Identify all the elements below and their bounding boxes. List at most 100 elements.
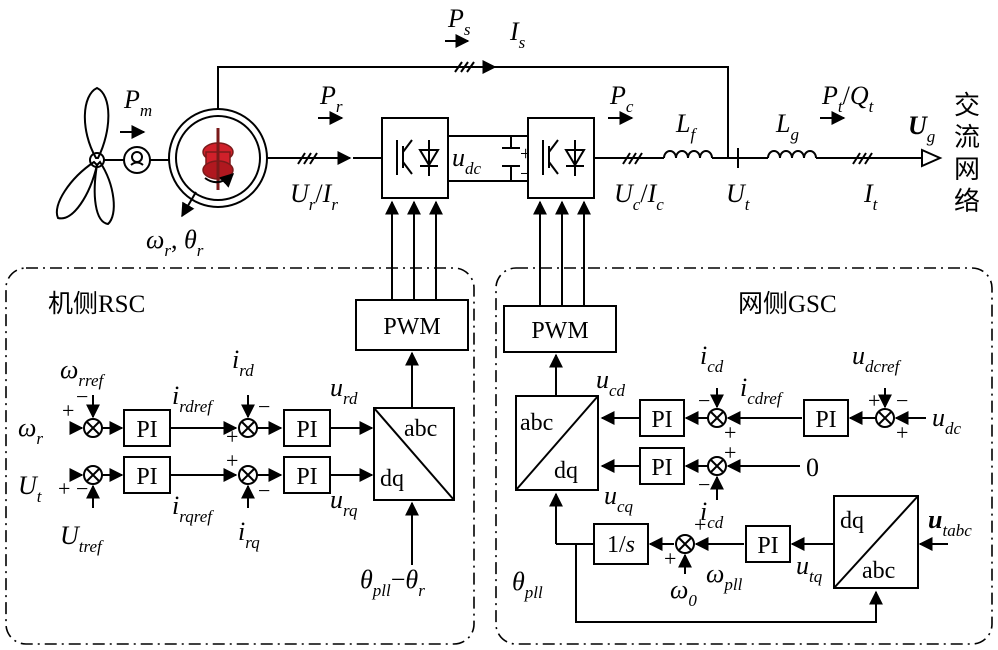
lg-inductor — [767, 150, 817, 159]
rsc-pi-voltage — [123, 456, 171, 494]
rsc-irq: irq — [238, 517, 260, 552]
gsc-ucd: ucd — [596, 365, 626, 400]
label-it: It — [863, 179, 879, 214]
gsc-pi-icq — [639, 447, 685, 485]
label-ug: Ug — [908, 111, 935, 146]
svg-text:+: + — [694, 512, 706, 537]
svg-text:−: − — [698, 388, 710, 413]
rotor-three-phase-mark — [297, 152, 318, 165]
gsc-ucq: ucq — [604, 481, 634, 516]
rsc-converter-block — [381, 117, 449, 199]
svg-text:+: + — [724, 440, 736, 465]
label-uc-ic: Uc/Ic — [614, 179, 664, 214]
rsc-pi-ird-label: PI — [296, 417, 317, 443]
gsc-integrator-label: 1/s — [607, 532, 635, 558]
grid-terminal-icon — [921, 148, 943, 168]
gsc-pi-icd — [639, 399, 685, 437]
svg-text:络: 络 — [954, 187, 980, 216]
svg-text:+: + — [664, 546, 676, 571]
gsc-title: 网侧GSC — [738, 290, 837, 318]
lf-inductor — [663, 150, 713, 159]
svg-text:+: + — [896, 420, 908, 445]
gearbox-icon — [123, 146, 170, 174]
rsc-omega-r: ωr — [18, 413, 43, 448]
gsc-pwm-block — [503, 305, 617, 353]
svg-text:+: + — [58, 476, 70, 501]
svg-text:−: − — [258, 394, 270, 419]
svg-text:abc: abc — [862, 558, 895, 584]
svg-text:+: + — [226, 448, 238, 473]
generator-icon — [168, 108, 268, 218]
svg-text:−: − — [258, 478, 270, 503]
gsc-icdref: icdref — [740, 373, 784, 408]
svg-text:+: + — [520, 143, 531, 165]
rsc-urd: urd — [330, 373, 358, 408]
gsc-utq: utq — [796, 551, 823, 586]
gsc-omega0: ω0 — [670, 575, 697, 610]
rsc-pi-speed-label: PI — [136, 417, 157, 443]
svg-text:+: + — [868, 388, 880, 413]
rsc-irdref: irdref — [172, 381, 214, 416]
gsc-omega-pll: ωpll — [706, 559, 743, 594]
svg-text:dq: dq — [554, 458, 578, 484]
gsc-dq-abc-converter: dq abc — [833, 495, 919, 589]
rsc-ird: ird — [232, 345, 254, 380]
gsc-utabc: utabc — [928, 505, 972, 540]
label-grid: 交 流 网 络 — [954, 91, 980, 216]
svg-text:+: + — [724, 420, 736, 445]
svg-text:交: 交 — [954, 91, 980, 120]
svg-text:+: + — [226, 424, 238, 449]
gsc-control-panel — [495, 267, 993, 645]
gsc-theta-pll: θpll — [512, 567, 543, 602]
label-udc: udc — [452, 143, 482, 178]
stator-three-phase-mark — [454, 61, 475, 73]
gsc-pi-pll — [745, 525, 791, 563]
svg-text:网: 网 — [954, 155, 980, 184]
svg-text:−: − — [698, 472, 710, 497]
gsc-pi-icd-label: PI — [651, 407, 672, 433]
gsc-converter-block — [527, 117, 595, 199]
label-omega-theta-r: ωr, θr — [146, 225, 204, 260]
rsc-pi-speed — [123, 409, 171, 447]
svg-text:流: 流 — [954, 123, 980, 152]
grid-three-phase-mark — [852, 152, 873, 165]
label-ps: Ps — [447, 4, 471, 39]
rsc-pi-irq-label: PI — [296, 464, 317, 490]
rsc-utref: Utref — [60, 521, 104, 556]
label-lf: Lf — [675, 109, 697, 144]
svg-text:dq: dq — [840, 508, 864, 534]
gsc-icd-top: icd — [700, 341, 724, 376]
svg-text:abc: abc — [520, 410, 553, 436]
gsc-pi-udc — [803, 399, 849, 437]
label-ur-ir: Ur/Ir — [290, 179, 338, 214]
rsc-omega-rref: ωrref — [60, 355, 106, 390]
svg-text:−: − — [76, 384, 88, 409]
gsc-abc-dq-converter: abc dq — [515, 395, 599, 491]
gsc-udcref: udcref — [852, 341, 902, 376]
svg-text:+: + — [62, 398, 74, 423]
rsc-pi-voltage-label: PI — [136, 464, 157, 490]
svg-text:dq: dq — [380, 466, 404, 492]
rsc-control-panel — [5, 267, 475, 645]
rsc-ut: Ut — [18, 471, 43, 506]
label-lg: Lg — [775, 109, 799, 144]
gsc-pi-udc-label: PI — [815, 407, 836, 433]
rsc-gate-signals — [385, 200, 443, 300]
rsc-theta-diff: θpll−θr — [360, 565, 425, 600]
dc-link: + − — [448, 135, 531, 185]
label-pm: Pm — [123, 85, 152, 120]
gsc-three-phase-mark — [622, 152, 643, 165]
rsc-urq: urq — [330, 485, 358, 520]
rsc-title: 机侧RSC — [48, 290, 145, 318]
rsc-pi-ird — [283, 409, 331, 447]
svg-text:−: − — [896, 388, 908, 413]
label-is: Is — [509, 17, 526, 52]
svg-text:abc: abc — [404, 416, 437, 442]
gsc-pi-icq-label: PI — [651, 455, 672, 481]
svg-text:−: − — [520, 163, 531, 185]
rsc-pi-irq — [283, 456, 331, 494]
svg-text:−: − — [76, 476, 88, 501]
gsc-icd-bot: icd — [700, 497, 724, 532]
rsc-irqref: irqref — [172, 491, 214, 526]
